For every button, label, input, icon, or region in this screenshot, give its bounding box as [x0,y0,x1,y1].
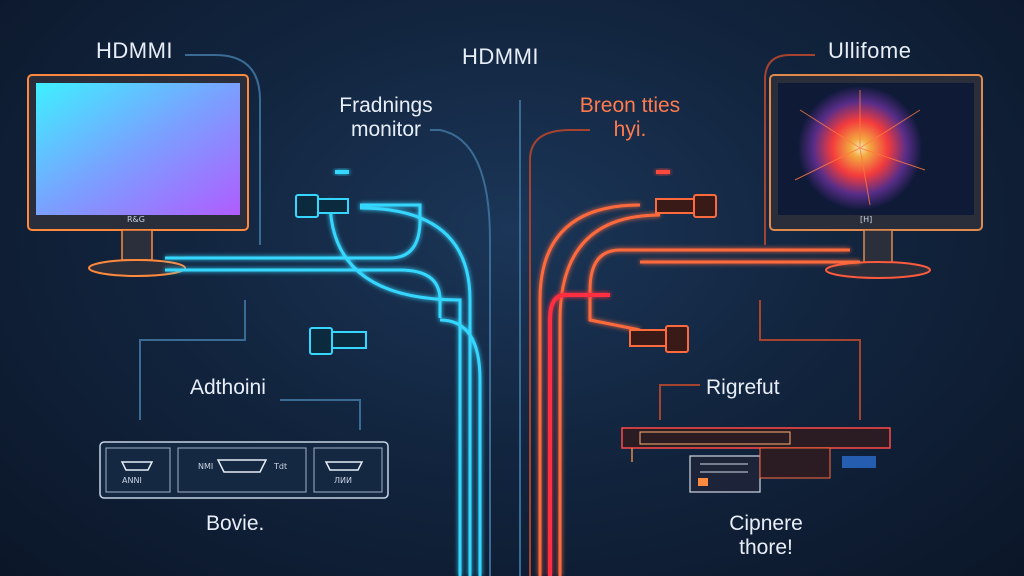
right-monitor-badge: [H] [860,215,873,224]
hdmi-plug-icon [309,327,367,355]
label-left-bottom: Bovie. [206,512,265,535]
switch-port2-right-label: Tdt [274,462,288,471]
right-callout: Breon tties hyi. [560,94,700,142]
hdmi-plug-icon [629,325,689,353]
right-callout-line1: Breon tties [579,94,681,117]
label-right-device: Rigrefut [706,376,780,399]
switch-port3-label: ЛИИ [334,476,352,485]
left-callout: Fradnings monitor [316,94,456,142]
left-monitor-badge: R&G [127,215,145,224]
label-left-device: Adthoini [190,376,266,399]
right-monitor-icon [769,74,983,279]
left-hdmi-switch-icon [99,441,389,499]
left-callout-line2: monitor [350,118,422,142]
hdmi-plug-icon [655,170,717,218]
cyan-cables [165,199,482,576]
red-cable [548,293,610,576]
right-bottom-line2: thore! [739,536,793,560]
right-bottom-line1: Cipnere [729,512,803,535]
left-callout-line1: Fradnings [339,94,433,117]
switch-port1-label: ANNI [122,476,142,485]
label-top-right: Ullifome [828,38,912,63]
left-monitor-icon [27,74,249,277]
label-top-center: HDMMI [462,44,540,69]
label-right-bottom: Cipnere thore! [706,512,826,560]
orange-cables [538,203,860,576]
hdmi-plug-icon [295,170,349,218]
label-top-left: HDMMI [96,38,174,63]
switch-port2-left-label: NMI [198,462,214,471]
orange-guide-lines [529,54,861,576]
right-hdmi-switch-icon [621,427,891,493]
right-callout-line2: hyi. [613,118,647,142]
blue-guide-lines [139,54,521,576]
